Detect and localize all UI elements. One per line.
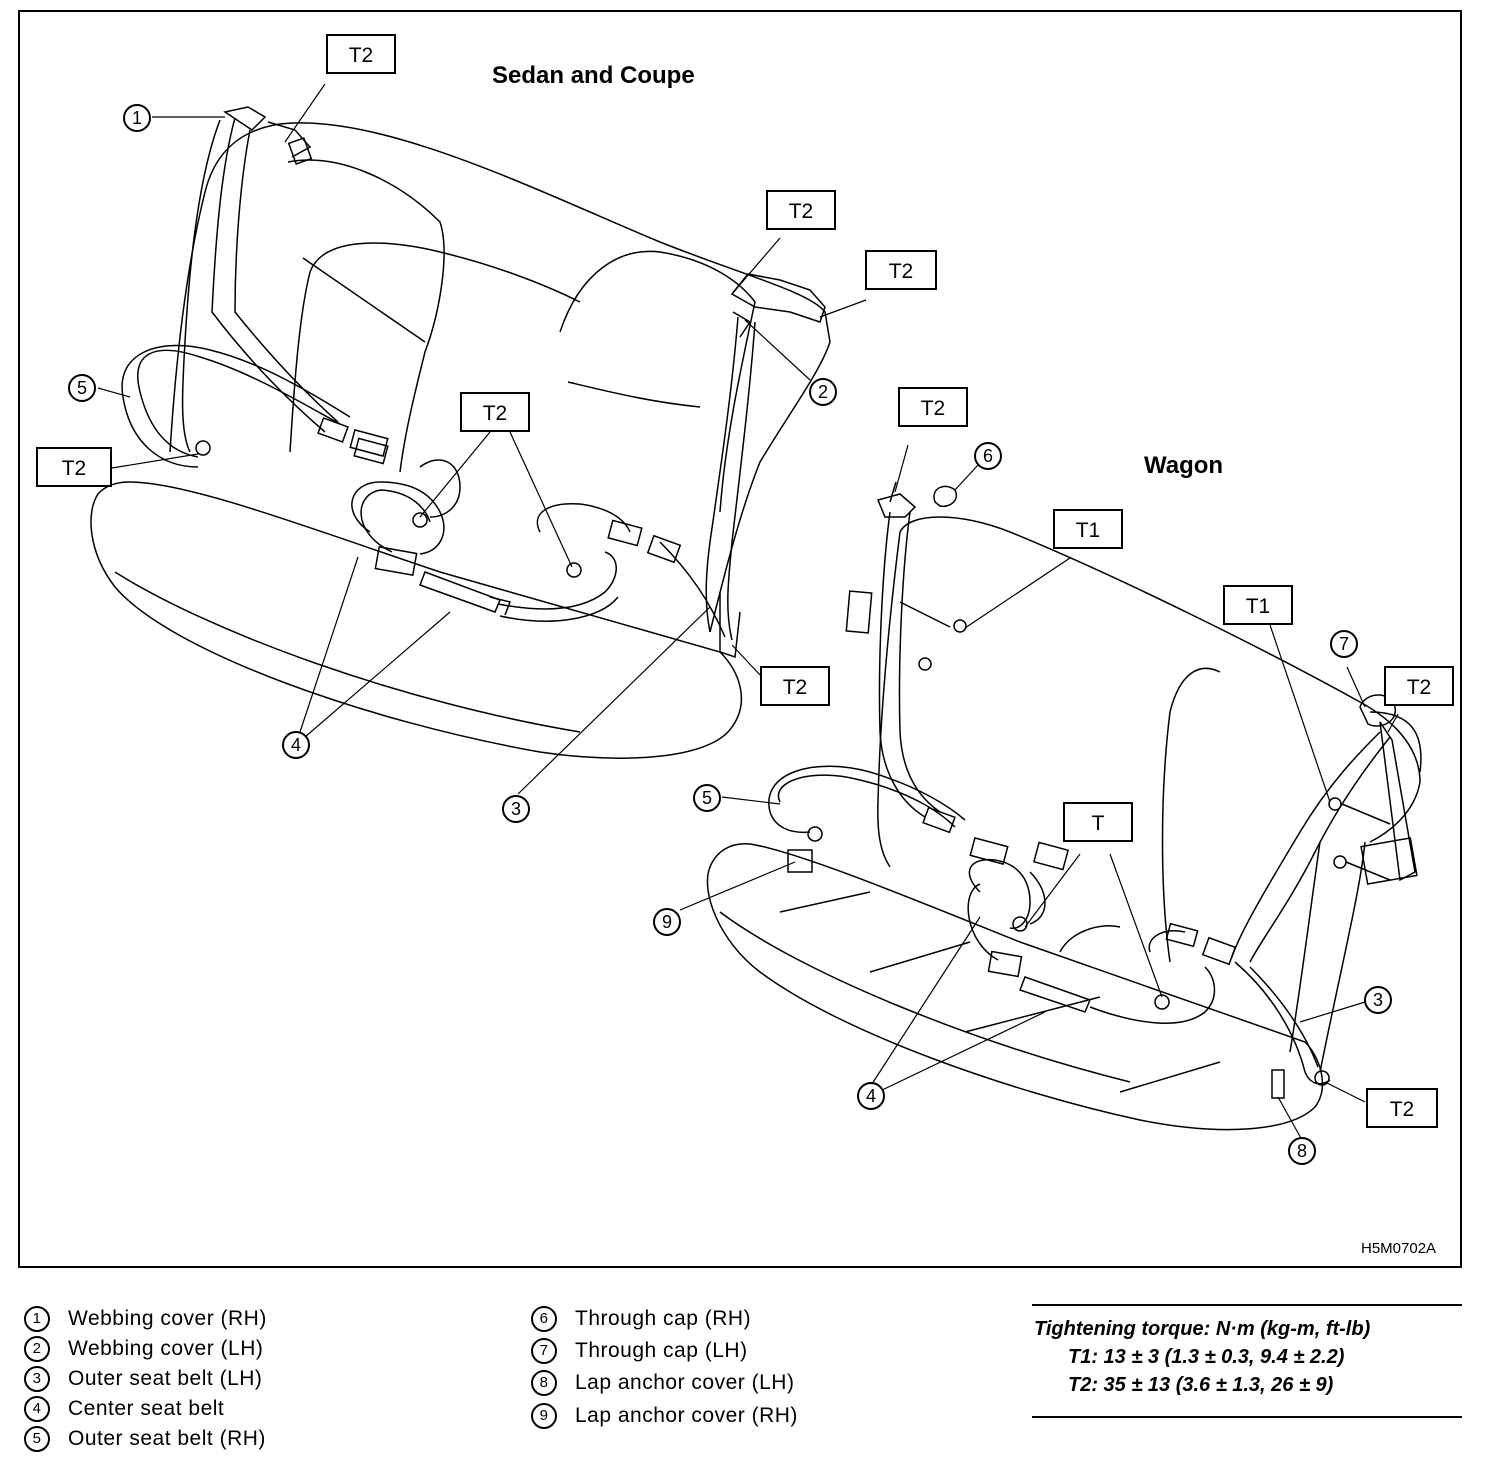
callout-7: 7 [1330,630,1358,658]
callout-6: 6 [974,442,1002,470]
legend-item: 5 Outer seat belt (RH) [24,1426,266,1452]
legend-label: Outer seat belt (RH) [68,1427,266,1450]
legend-label: Lap anchor cover (RH) [575,1404,798,1427]
torque-tag-t1: T1 [1053,509,1123,549]
torque-tag-t2: T2 [326,34,396,74]
legend-item: 1 Webbing cover (RH) [24,1306,267,1332]
legend-label: Lap anchor cover (LH) [575,1371,795,1394]
torque-tag-t2: T2 [865,250,937,290]
legend-item: 4 Center seat belt [24,1396,224,1422]
seat-belt-line-art [90,83,1422,1141]
legend-item: 3 Outer seat belt (LH) [24,1366,262,1392]
callout-3: 3 [1364,986,1392,1014]
torque-t2: T2: 35 ± 13 (3.6 ± 1.3, 26 ± 9) [1068,1374,1334,1396]
callout-8: 8 [1288,1137,1316,1165]
legend-item: 8 Lap anchor cover (LH) [531,1370,794,1396]
legend-label: Through cap (RH) [575,1307,752,1330]
legend-label: Outer seat belt (LH) [68,1367,263,1390]
legend-item: 7 Through cap (LH) [531,1338,748,1364]
figure-code: H5M0702A [1361,1240,1437,1257]
leader-lines [97,83,1399,1141]
legend-item: 2 Webbing cover (LH) [24,1336,263,1362]
torque-t1: T1: 13 ± 3 (1.3 ± 0.3, 9.4 ± 2.2) [1068,1346,1345,1368]
legend-label: Webbing cover (RH) [68,1307,267,1330]
legend-number: 8 [531,1370,557,1396]
callout-9: 9 [653,908,681,936]
sedan-seat-drawing [90,106,831,759]
torque-tag-t2: T2 [760,666,830,706]
torque-tag-t2: T2 [766,190,836,230]
legend-number: 3 [24,1366,50,1392]
torque-tag-t: T [1063,802,1133,842]
callout-5: 5 [68,374,96,402]
legend-number: 9 [531,1403,557,1429]
legend-number: 2 [24,1336,50,1362]
sedan-coupe-title: Sedan and Coupe [492,62,695,89]
legend-number: 1 [24,1306,50,1332]
wagon-seat-drawing [706,481,1422,1131]
callout-1: 1 [123,104,151,132]
torque-tag-t2: T2 [1366,1088,1438,1128]
torque-tag-t1: T1 [1223,585,1293,625]
torque-heading: Tightening torque: N·m (kg-m, ft-lb) [1034,1318,1371,1340]
legend-label: Webbing cover (LH) [68,1337,264,1360]
legend-item: 9 Lap anchor cover (RH) [531,1403,798,1429]
legend-number: 4 [24,1396,50,1422]
torque-tag-t2: T2 [1384,666,1454,706]
callout-4: 4 [857,1082,885,1110]
callout-3: 3 [502,795,530,823]
wagon-title: Wagon [1144,452,1224,479]
diagram-frame: Sedan and Coupe Wagon T2 T2 T2 T2 T2 T2 … [18,10,1462,1268]
torque-spec-box: Tightening torque: N·m (kg-m, ft-lb) T1:… [1032,1304,1462,1418]
callout-4: 4 [282,731,310,759]
callout-2: 2 [809,378,837,406]
torque-tag-t2: T2 [36,447,112,487]
legend-label: Through cap (LH) [575,1339,748,1362]
legend-item: 6 Through cap (RH) [531,1306,751,1332]
legend-number: 6 [531,1306,557,1332]
torque-tag-t2: T2 [898,387,968,427]
legend-label: Center seat belt [68,1397,225,1420]
torque-tag-t2: T2 [460,392,530,432]
legend-number: 5 [24,1426,50,1452]
callout-5: 5 [693,784,721,812]
legend-number: 7 [531,1338,557,1364]
